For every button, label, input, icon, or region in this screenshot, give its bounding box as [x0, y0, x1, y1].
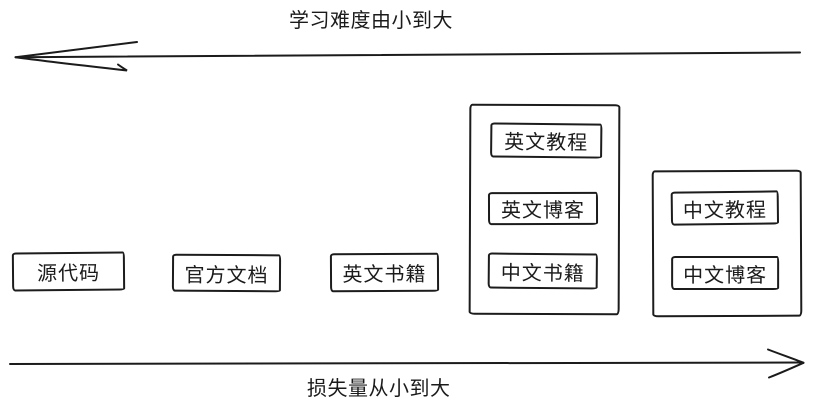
box-chinese-blogs: 中文博客: [671, 255, 780, 291]
box-source-code: 源代码: [11, 251, 126, 292]
group-low-difficulty: 中文教程 中文博客: [651, 169, 803, 318]
bottom-arrow-upper-barb: [767, 348, 805, 364]
bottom-arrow-lower-barb: [768, 361, 805, 379]
box-chinese-tutorials: 中文教程: [670, 190, 780, 226]
bottom-arrow-right-icon: [9, 348, 805, 379]
top-axis-label: 学习难度由小到大: [289, 10, 453, 32]
bottom-axis-label: 损失量从小到大: [307, 378, 451, 400]
top-arrow-left-icon: [14, 41, 801, 72]
box-english-blogs: 英文博客: [487, 191, 599, 226]
box-chinese-books: 中文书籍: [487, 252, 598, 290]
top-arrow-line: [16, 51, 801, 59]
box-english-tutorials: 英文教程: [490, 122, 603, 159]
group-medium-difficulty: 英文教程 英文博客 中文书籍: [468, 103, 621, 316]
top-arrow-upper-barb: [14, 41, 138, 59]
box-english-books: 英文书籍: [329, 252, 440, 293]
bottom-arrow-line: [9, 361, 803, 365]
box-official-docs: 官方文档: [171, 253, 282, 293]
top-arrow-lower-barb: [14, 56, 128, 72]
